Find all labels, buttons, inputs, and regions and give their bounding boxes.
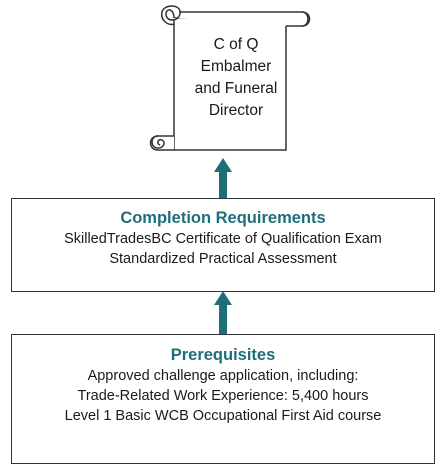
prerequisites-title: Prerequisites (170, 346, 276, 364)
certificate-scroll: C of Q Embalmer and Funeral Director (144, 0, 316, 160)
prerequisites-box: Prerequisites Approved challenge applica… (11, 334, 435, 464)
certificate-line: Embalmer (200, 58, 272, 75)
certificate-line: C of Q (213, 36, 259, 53)
completion-title: Completion Requirements (120, 209, 326, 227)
prerequisites-line: Approved challenge application, includin… (87, 368, 359, 384)
certificate-title: C of Q Embalmer and Funeral Director (184, 34, 288, 122)
scroll-icon (149, 5, 311, 151)
certificate-line: and Funeral (194, 80, 278, 97)
prerequisites-line: Trade-Related Work Experience: 5,400 hou… (77, 388, 369, 404)
completion-line: SkilledTradesBC Certificate of Qualifica… (64, 231, 382, 247)
completion-requirements-box: Completion Requirements SkilledTradesBC … (11, 198, 435, 292)
certificate-line: Director (208, 102, 264, 119)
completion-line: Standardized Practical Assessment (109, 251, 337, 267)
prerequisites-line: Level 1 Basic WCB Occupational First Aid… (64, 408, 382, 424)
arrow-up-icon (214, 158, 232, 200)
arrow-up-icon (214, 291, 232, 336)
